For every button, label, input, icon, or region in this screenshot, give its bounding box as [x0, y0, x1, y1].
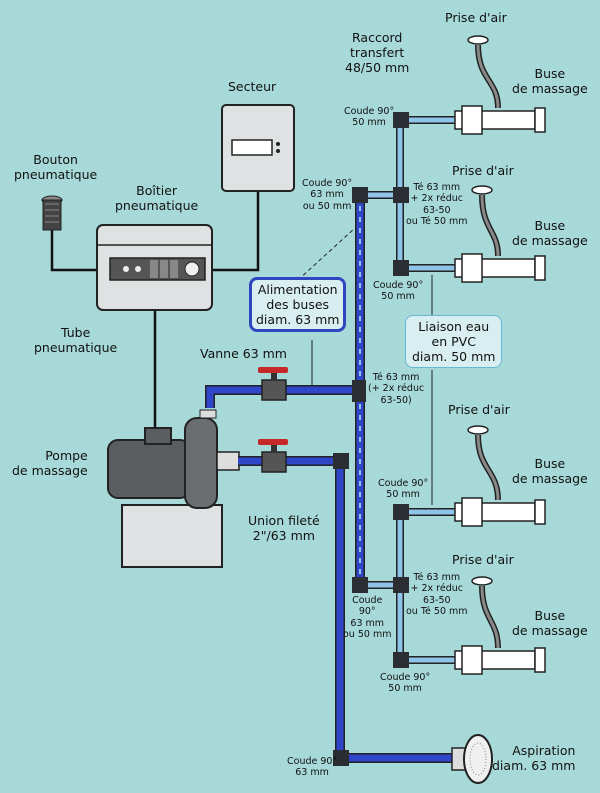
valve-icon	[258, 367, 288, 473]
label-te-1: Té 63 mm + 2x réduc 63-50 ou Té 50 mm	[406, 182, 468, 228]
label-alimentation: Alimentation des buses diam. 63 mm	[249, 277, 347, 332]
label-raccord: Raccord transfert 48/50 mm	[345, 30, 410, 75]
label-coude-5: Coude 90° 63 mm ou 50 mm	[343, 595, 392, 641]
label-liaison: Liaison eau en PVC diam. 50 mm	[405, 315, 503, 368]
label-union: Union fileté 2"/63 mm	[248, 513, 320, 543]
label-prise-air-2: Prise d'air	[452, 163, 514, 178]
label-coude-6: Coude 90° 50 mm	[380, 672, 431, 695]
label-vanne: Vanne 63 mm	[200, 346, 287, 361]
pneumatic-tube	[50, 230, 98, 272]
label-boitier: Boîtier pneumatique	[115, 183, 199, 213]
label-buse-4: Buse de massage	[512, 608, 588, 638]
label-secteur: Secteur	[228, 79, 277, 94]
label-coude-2: Coude 90° 63 mm ou 50 mm	[302, 178, 353, 212]
suction-grille-icon	[451, 734, 493, 784]
label-prise-air-4: Prise d'air	[452, 552, 514, 567]
label-coude-4: Coude 90° 50 mm	[378, 478, 429, 501]
push-button-icon	[41, 195, 63, 231]
label-buse-2: Buse de massage	[512, 218, 588, 248]
label-te-mid: Té 63 mm (+ 2x réduc 63-50)	[368, 372, 425, 406]
label-bouton: Bouton pneumatique	[14, 152, 98, 182]
label-aspiration: Aspiration diam. 63 mm	[492, 743, 576, 773]
label-prise-air-3: Prise d'air	[448, 402, 510, 417]
label-te-2: Té 63 mm + 2x réduc 63-50 ou Té 50 mm	[406, 572, 468, 618]
label-buse-1: Buse de massage	[512, 66, 588, 96]
label-buse-3: Buse de massage	[512, 456, 588, 486]
label-tube: Tube pneumatique	[34, 325, 118, 355]
massage-jet-icon	[454, 105, 546, 675]
label-coude-3: Coude 90° 50 mm	[373, 280, 424, 303]
control-box	[96, 224, 213, 311]
label-coude-1: Coude 90° 50 mm	[344, 106, 395, 129]
power-cable	[210, 190, 260, 272]
air-intake-icon	[467, 35, 501, 649]
label-pompe: Pompe de massage	[12, 448, 88, 478]
leader-line	[297, 227, 356, 281]
pump-icon	[107, 409, 240, 568]
fittings	[333, 112, 409, 766]
label-coude-7: Coude 90° 63 mm	[287, 756, 338, 779]
label-prise-air-1: Prise d'air	[445, 10, 507, 25]
mains-box	[221, 104, 295, 192]
